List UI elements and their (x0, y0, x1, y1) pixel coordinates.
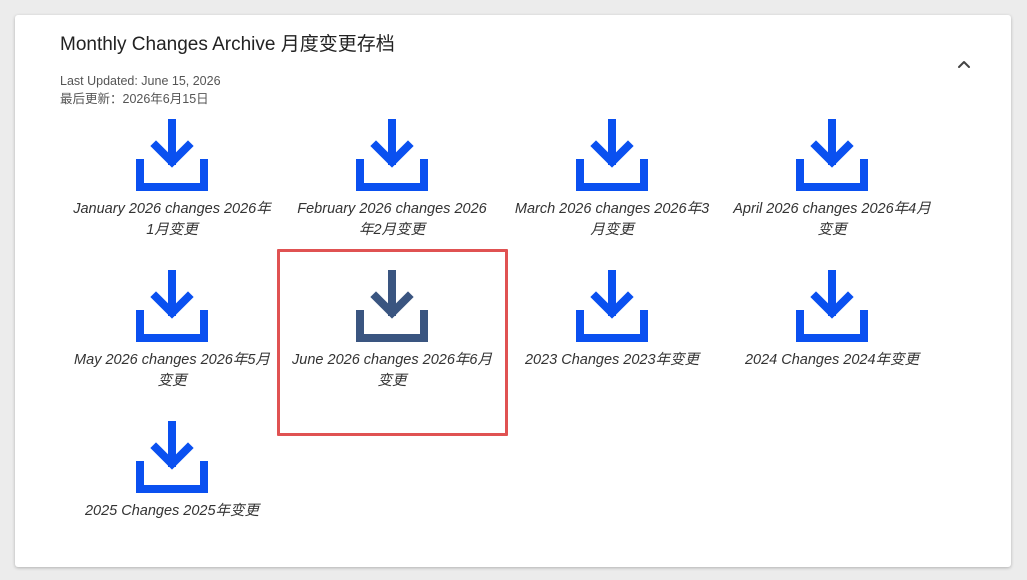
download-icon (136, 119, 208, 191)
download-icon (796, 270, 868, 342)
last-updated-en: Last Updated: June 15, 2026 (60, 74, 221, 88)
download-item-feb-2026[interactable]: February 2026 changes 2026年2月变更 (282, 119, 502, 270)
download-item-label: February 2026 changes 2026年2月变更 (297, 201, 487, 238)
download-item-label: March 2026 changes 2026年3月变更 (514, 201, 710, 238)
download-item-label: June 2026 changes 2026年6月变更 (292, 352, 492, 389)
download-icon (136, 421, 208, 493)
download-grid: January 2026 changes 2026年1月变更 February … (62, 119, 942, 572)
download-icon (796, 119, 868, 191)
download-item-label: 2024 Changes 2024年变更 (744, 352, 920, 368)
download-item-label: 2023 Changes 2023年变更 (524, 352, 700, 368)
download-item-label: January 2026 changes 2026年1月变更 (73, 201, 271, 238)
last-updated: Last Updated: June 15, 2026 最后更新：2026年6月… (60, 72, 221, 108)
download-item-2025[interactable]: 2025 Changes 2025年变更 (62, 421, 282, 572)
download-item-label: May 2026 changes 2026年5月变更 (74, 352, 270, 389)
collapse-button[interactable] (949, 49, 979, 79)
archive-card: Monthly Changes Archive 月度变更存档 Last Upda… (15, 15, 1011, 567)
download-item-mar-2026[interactable]: March 2026 changes 2026年3月变更 (502, 119, 722, 270)
download-item-may-2026[interactable]: May 2026 changes 2026年5月变更 (62, 270, 282, 421)
download-icon (136, 270, 208, 342)
download-icon (576, 270, 648, 342)
download-icon (356, 119, 428, 191)
download-item-2023[interactable]: 2023 Changes 2023年变更 (502, 270, 722, 421)
download-item-jan-2026[interactable]: January 2026 changes 2026年1月变更 (62, 119, 282, 270)
download-icon (576, 119, 648, 191)
download-item-2024[interactable]: 2024 Changes 2024年变更 (722, 270, 942, 421)
download-item-apr-2026[interactable]: April 2026 changes 2026年4月变更 (722, 119, 942, 270)
download-item-label: 2025 Changes 2025年变更 (84, 503, 260, 519)
download-icon (356, 270, 428, 342)
download-item-label: April 2026 changes 2026年4月变更 (733, 201, 931, 238)
download-item-jun-2026[interactable]: June 2026 changes 2026年6月变更 (282, 270, 502, 421)
last-updated-zh: 最后更新：2026年6月15日 (60, 92, 209, 106)
chevron-up-icon (958, 61, 970, 68)
card-title: Monthly Changes Archive 月度变更存档 (60, 34, 395, 55)
